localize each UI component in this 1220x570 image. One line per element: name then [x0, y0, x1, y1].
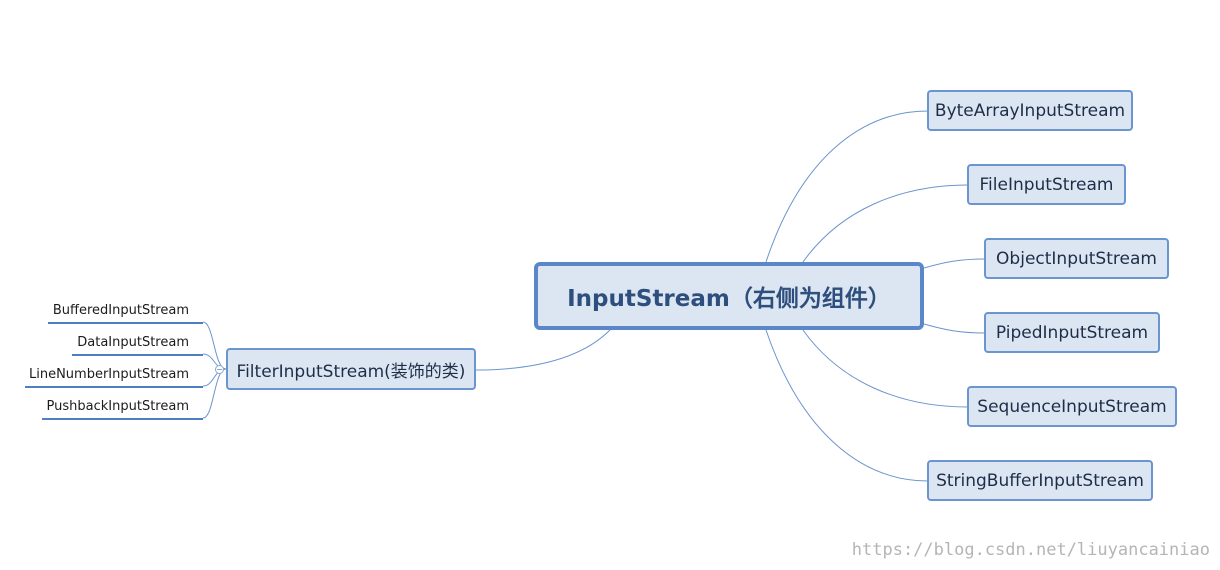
- node-filterinputstream[interactable]: FilterInputStream(装饰的类): [226, 348, 476, 390]
- watermark-text: https://blog.csdn.net/liuyancainiao: [851, 540, 1210, 560]
- connector-filter: [474, 329, 611, 371]
- node-label: PipedInputStream: [995, 322, 1149, 343]
- connector-object: [923, 258, 986, 269]
- node-label: ByteArrayInputStream: [934, 100, 1126, 121]
- connector-stringbuffer: [765, 329, 929, 482]
- node-label: FilterInputStream(装饰的类): [236, 361, 466, 382]
- connector-sequence: [802, 329, 969, 408]
- node-pipedinputstream[interactable]: PipedInputStream: [984, 312, 1160, 353]
- leaf-label: LineNumberInputStream: [28, 367, 189, 382]
- node-sequenceinputstream[interactable]: SequenceInputStream: [967, 386, 1177, 427]
- node-bytearrayinputstream[interactable]: ByteArrayInputStream: [927, 90, 1133, 131]
- node-label: SequenceInputStream: [977, 396, 1167, 417]
- connector-file: [802, 184, 969, 263]
- leaf-linenumberinputstream[interactable]: LineNumberInputStream: [25, 366, 203, 388]
- node-fileinputstream[interactable]: FileInputStream: [967, 164, 1126, 205]
- connector-bytearray: [765, 110, 929, 263]
- connector-piped: [923, 323, 986, 334]
- node-objectinputstream[interactable]: ObjectInputStream: [984, 238, 1169, 279]
- leaf-datainputstream[interactable]: DataInputStream: [72, 334, 203, 356]
- node-label: StringBufferInputStream: [936, 470, 1144, 491]
- leaf-label: PushbackInputStream: [46, 399, 189, 414]
- root-node[interactable]: InputStream（右侧为组件）: [534, 262, 924, 330]
- leaf-label: BufferedInputStream: [52, 303, 189, 318]
- collapse-toggle-icon[interactable]: [215, 365, 224, 374]
- node-stringbufferinputstream[interactable]: StringBufferInputStream: [927, 460, 1153, 501]
- root-node-label: InputStream（右侧为组件）: [567, 286, 891, 312]
- leaf-bufferedinputstream[interactable]: BufferedInputStream: [48, 302, 203, 324]
- node-label: ObjectInputStream: [996, 248, 1157, 269]
- leaf-label: DataInputStream: [77, 335, 189, 350]
- leaf-pushbackinputstream[interactable]: PushbackInputStream: [42, 398, 203, 420]
- node-label: FileInputStream: [979, 174, 1114, 195]
